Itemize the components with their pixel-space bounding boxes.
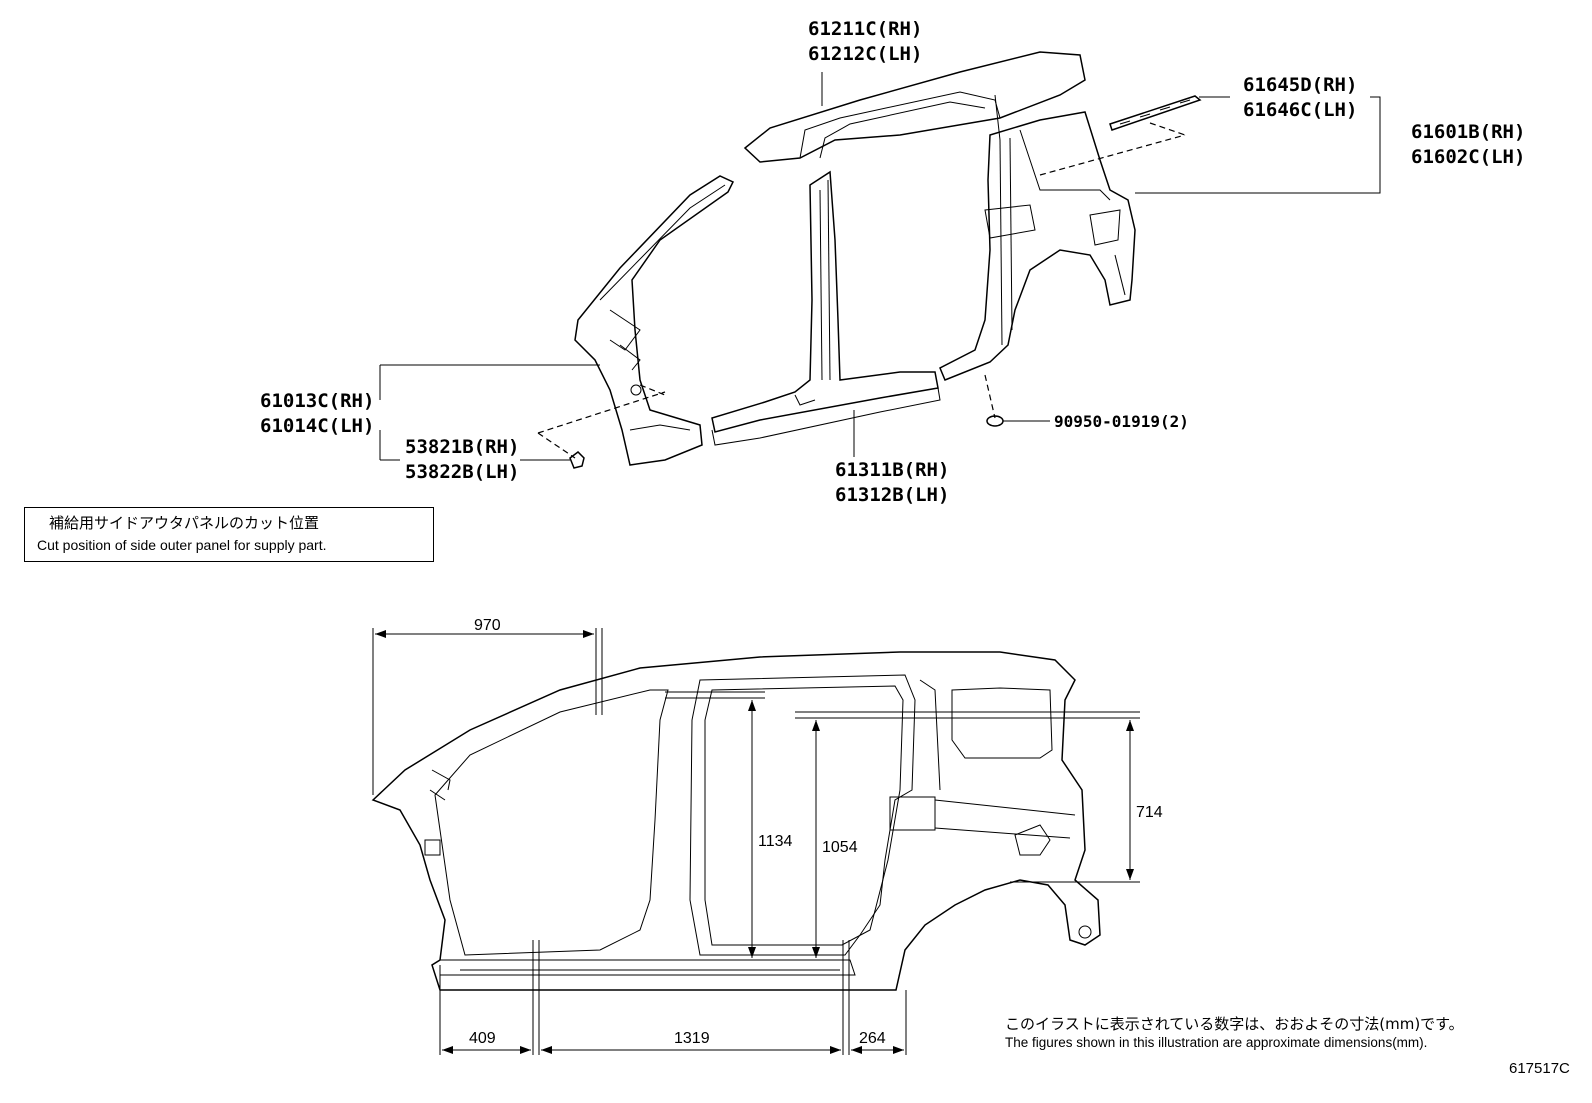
dim-970: 970 [474, 617, 501, 634]
dim-1054: 1054 [822, 839, 858, 856]
rear-trim-label-rh: 61645D(RH) [1243, 74, 1357, 96]
exploded-parts [569, 51, 1202, 469]
rear-trim-label-lh: 61646C(LH) [1243, 99, 1357, 121]
dimension-labels: 970 1134 1054 714 409 1319 264 [469, 617, 1163, 1047]
rocker-label-rh: 61311B(RH) [835, 459, 949, 481]
clip-label-lh: 53822B(LH) [405, 461, 519, 483]
leader-lines [379, 72, 1381, 461]
footnote-jp: このイラストに表示されている数字は、おおよその寸法(mm)です。 [1005, 1015, 1464, 1033]
rocker-label-lh: 61312B(LH) [835, 484, 949, 506]
roof-rail-label-rh: 61211C(RH) [808, 18, 922, 40]
plug-label: 90950-01919(2) [1054, 412, 1189, 431]
dimension-lines [372, 628, 1140, 1055]
dim-1134: 1134 [758, 833, 793, 850]
rocker-panel-part [711, 170, 941, 446]
dim-1319: 1319 [674, 1030, 710, 1047]
front-pillar-part [574, 175, 735, 466]
cut-position-note: 補給用サイドアウタパネルのカット位置 Cut position of side … [24, 507, 434, 562]
dim-264: 264 [859, 1030, 886, 1047]
clip-label-rh: 53821B(RH) [405, 436, 519, 458]
quarter-panel-part [939, 111, 1136, 381]
quarter-panel-label-lh: 61602C(LH) [1411, 146, 1525, 168]
part-labels: 61211C(RH) 61212C(LH) 61645D(RH) 61646C(… [260, 18, 1525, 506]
footnote-en: The figures shown in this illustration a… [1005, 1035, 1428, 1050]
clip-part [569, 451, 585, 469]
roof-rail-label-lh: 61212C(LH) [808, 43, 922, 65]
front-pillar-label-lh: 61014C(LH) [260, 415, 374, 437]
illustration-id: 617517C [1509, 1060, 1570, 1077]
front-pillar-label-rh: 61013C(RH) [260, 390, 374, 412]
dim-409: 409 [469, 1030, 496, 1047]
rear-pillar-trim-part [1109, 95, 1202, 131]
dim-714: 714 [1136, 804, 1163, 821]
quarter-panel-label-rh: 61601B(RH) [1411, 121, 1525, 143]
side-outer-panel-outline [371, 651, 1101, 991]
roof-rail-part [743, 51, 1086, 163]
cut-note-jp: 補給用サイドアウタパネルのカット位置 [49, 514, 320, 532]
cut-note-en: Cut position of side outer panel for sup… [37, 537, 327, 553]
